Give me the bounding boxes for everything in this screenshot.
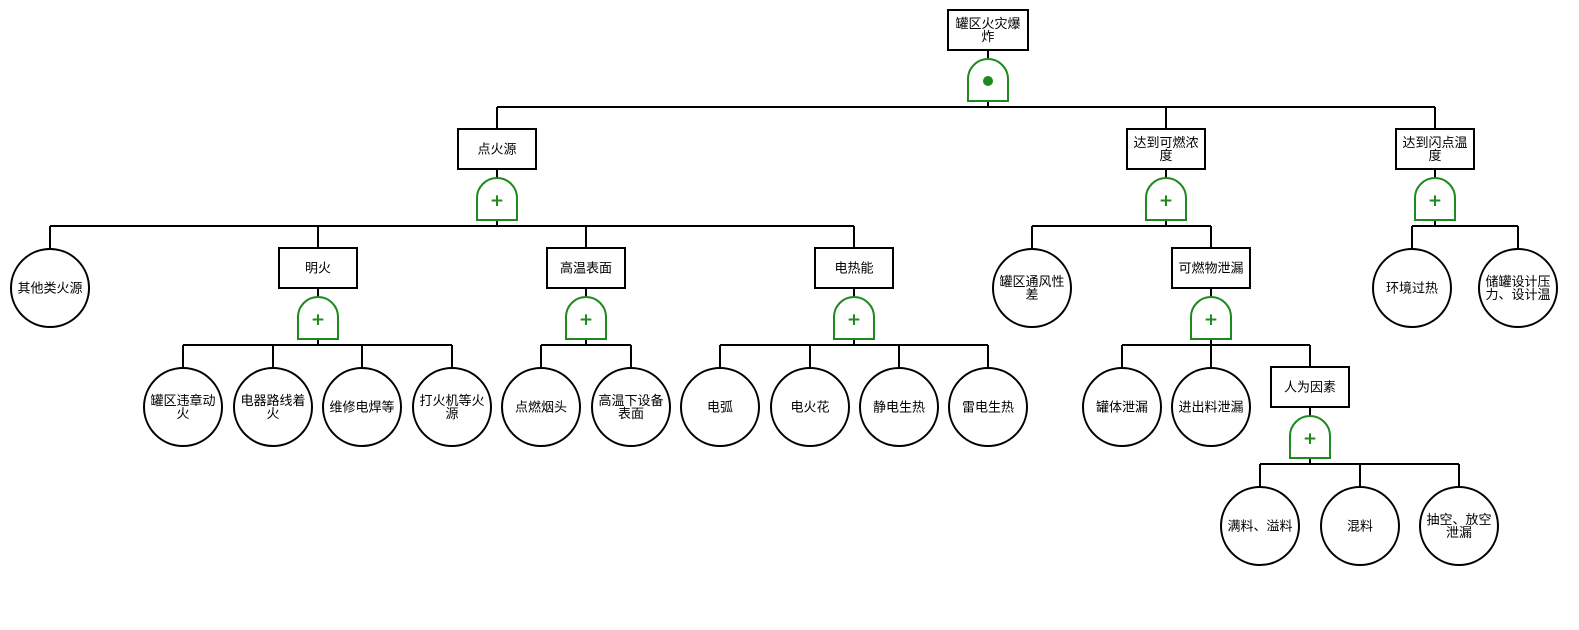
or-gate-icon: + (1145, 177, 1187, 221)
event-label: 点火源 (477, 143, 516, 158)
event-label: 电热能 (834, 262, 873, 277)
event-label: 人为因素 (1284, 381, 1336, 396)
basic-event-label: 打火机等火 (419, 393, 484, 409)
basic-event-label: 火 (176, 407, 189, 422)
basic-event-b_mixing: 混料 (1320, 486, 1400, 566)
basic-event-label: 其他类火源 (17, 282, 82, 297)
event-label: 达到闪点温 (1402, 136, 1467, 151)
or-plus-icon: + (490, 191, 504, 211)
basic-events: 其他类火源罐区违章动火电器路线着火维修电焊等打火机等火源点燃烟头高温下设备表面电… (10, 248, 1558, 566)
or-gate-icon: + (565, 296, 607, 340)
event-label: 罐区火灾爆 (955, 16, 1020, 32)
event-label: 度 (1159, 148, 1172, 164)
basic-event-label: 力、设计温 (1485, 288, 1550, 303)
basic-event-label: 进出料泄漏 (1178, 400, 1243, 416)
or-plus-icon: + (1159, 191, 1173, 211)
event-box-open_fire: 明火 (278, 247, 358, 289)
or-plus-icon: + (1303, 429, 1317, 449)
event-label: 度 (1428, 148, 1441, 164)
event-box-ignition: 点火源 (457, 128, 537, 170)
or-gate-icon: + (1289, 415, 1331, 459)
basic-event-label: 雷电生热 (962, 401, 1014, 416)
basic-event-b_lightning: 雷电生热 (948, 367, 1028, 447)
basic-event-label: 罐体泄漏 (1096, 400, 1148, 416)
basic-event-label: 抽空、放空 (1426, 513, 1491, 528)
basic-event-label: 环境过热 (1386, 282, 1438, 297)
event-label: 达到可燃浓 (1133, 135, 1198, 151)
basic-event-label: 电器路线着 (240, 393, 305, 409)
basic-event-label: 火 (266, 407, 279, 422)
or-gate-icon: + (833, 296, 875, 340)
basic-event-label: 静电生热 (873, 401, 925, 416)
and-gate-icon (967, 58, 1009, 102)
basic-event-b_env: 环境过热 (1372, 248, 1452, 328)
basic-event-label: 混料 (1347, 520, 1373, 535)
basic-event-label: 维修电焊等 (329, 400, 394, 416)
basic-event-b_spark: 电火花 (770, 367, 850, 447)
basic-event-label: 高温下设备 (598, 393, 663, 409)
or-plus-icon: + (579, 310, 593, 330)
event-label: 可燃物泄漏 (1178, 261, 1243, 277)
and-dot-icon (983, 76, 993, 86)
or-gate-icon: + (297, 296, 339, 340)
event-label: 明火 (305, 262, 331, 277)
logic-gates: + + + + + + + + (297, 58, 1456, 459)
basic-event-b_inout: 进出料泄漏 (1171, 367, 1251, 447)
basic-event-b_tank: 罐体泄漏 (1082, 367, 1162, 447)
basic-event-label: 点燃烟头 (515, 400, 567, 416)
event-box-human: 人为因素 (1270, 366, 1350, 408)
basic-event-label: 罐区违章动 (150, 393, 215, 409)
or-plus-icon: + (847, 310, 861, 330)
basic-event-label: 罐区通风性 (999, 275, 1064, 290)
basic-event-label: 电火花 (790, 400, 829, 416)
basic-event-label: 源 (445, 407, 458, 422)
basic-event-b_static: 静电生热 (859, 367, 939, 447)
basic-event-b_welding: 维修电焊等 (322, 367, 402, 447)
basic-event-label: 电弧 (707, 401, 733, 416)
event-box-hot_surface: 高温表面 (546, 247, 626, 289)
basic-event-label: 差 (1025, 288, 1038, 303)
basic-event-b_other: 其他类火源 (10, 248, 90, 328)
basic-event-label: 表面 (618, 407, 644, 422)
or-gate-icon: + (1190, 296, 1232, 340)
event-label: 炸 (981, 30, 994, 45)
connector-lines (49, 50, 1519, 487)
event-box-electric: 电热能 (814, 247, 894, 289)
basic-event-b_overflow: 满料、溢料 (1220, 486, 1300, 566)
basic-event-label: 满料、溢料 (1227, 520, 1292, 535)
basic-event-label: 泄漏 (1446, 525, 1472, 541)
event-box-leak: 可燃物泄漏 (1171, 247, 1251, 289)
or-gate-icon: + (476, 177, 518, 221)
basic-event-b_cigarette: 点燃烟头 (501, 367, 581, 447)
or-plus-icon: + (1204, 310, 1218, 330)
intermediate-events: 罐区火灾爆炸点火源达到可燃浓度达到闪点温度明火高温表面电热能可燃物泄漏人为因素 (278, 9, 1475, 408)
event-label: 高温表面 (560, 261, 612, 277)
or-plus-icon: + (1428, 191, 1442, 211)
or-gate-icon: + (1414, 177, 1456, 221)
basic-event-b_arc: 电弧 (680, 367, 760, 447)
or-plus-icon: + (311, 310, 325, 330)
basic-event-label: 储罐设计压 (1485, 275, 1550, 290)
